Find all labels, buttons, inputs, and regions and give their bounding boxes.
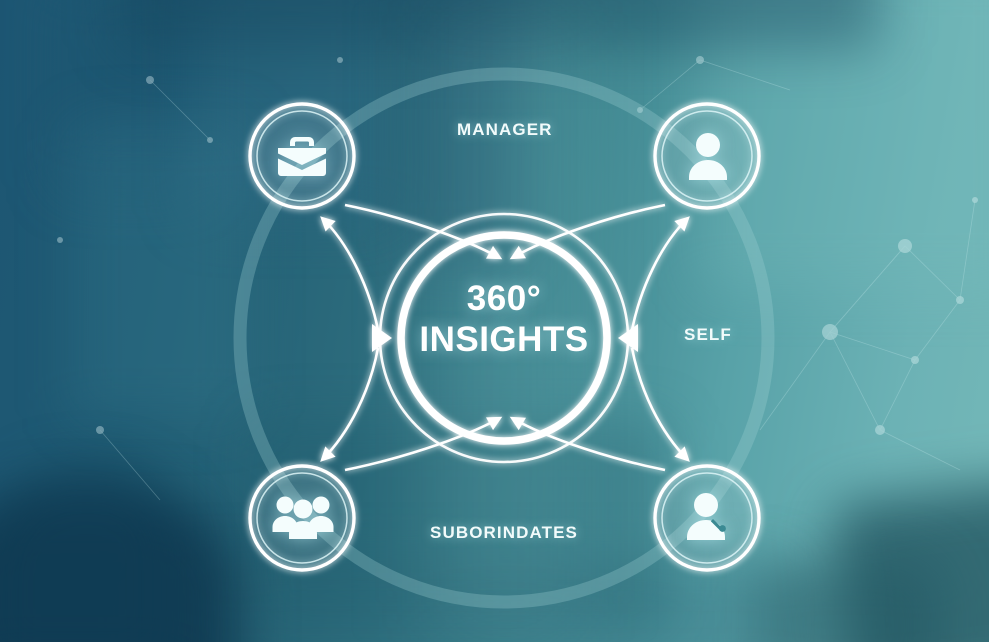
label-self: SELF xyxy=(684,325,732,344)
center-title: 360° INSIGHTS xyxy=(381,278,627,360)
person-tie-icon[interactable] xyxy=(674,482,742,550)
arrow-center-to-subordinates xyxy=(320,347,380,462)
person-icon[interactable] xyxy=(674,122,742,190)
arrow-center-to-manager xyxy=(320,216,380,331)
background-blur-shape xyxy=(430,0,580,642)
briefcase-icon[interactable] xyxy=(268,122,336,190)
arrow-self-to-center xyxy=(509,203,666,260)
label-manager: MANAGER xyxy=(457,120,553,139)
background-blur-shape xyxy=(150,560,790,642)
arrow-peers-to-center xyxy=(509,416,666,472)
arrowhead-left-into-center xyxy=(372,324,392,352)
arrow-center-to-self xyxy=(630,216,690,331)
node-circle-manager[interactable] xyxy=(248,102,356,210)
background-blur-shape xyxy=(70,120,250,420)
outer-decorative-ring xyxy=(233,67,775,609)
center-title-line2: INSIGHTS xyxy=(419,320,589,359)
arrow-manager-to-center xyxy=(344,203,503,260)
node-circle-subordinates[interactable] xyxy=(248,464,356,572)
node-inner-circle-peers xyxy=(661,472,753,564)
node-circle-self[interactable] xyxy=(653,102,761,210)
group-icon[interactable] xyxy=(266,482,340,550)
center-title-line1: 360° xyxy=(466,279,542,318)
background-blur-shape xyxy=(760,560,940,642)
center-outer-ring xyxy=(378,212,630,464)
background-blur-shape xyxy=(120,0,880,50)
background-blur-shape xyxy=(60,0,200,190)
node-circle-peers[interactable] xyxy=(653,464,761,572)
arrow-subordinates-to-center xyxy=(344,416,503,472)
center-inner-ring xyxy=(397,231,611,445)
background-blur-shape xyxy=(0,470,180,642)
arrow-center-to-peers xyxy=(630,347,690,462)
label-subordinates: SUBORINDATES xyxy=(430,523,578,542)
background-blur-shape xyxy=(400,0,520,260)
